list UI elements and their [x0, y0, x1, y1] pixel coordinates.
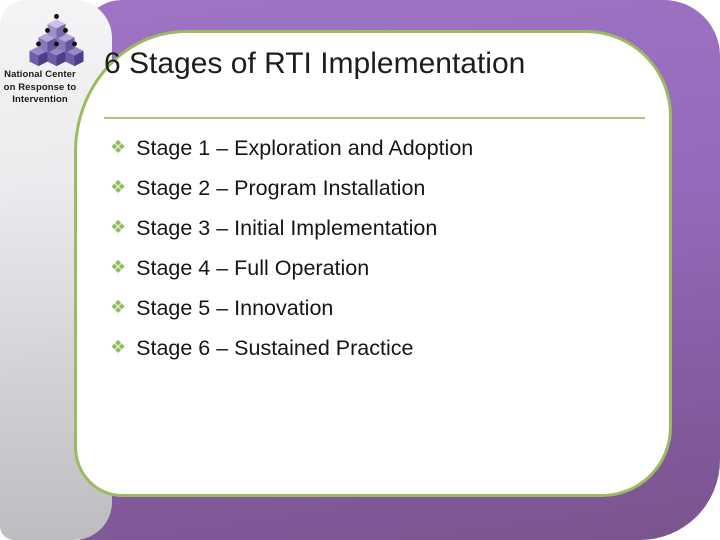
list-item-stage-1: ❖ Stage 1 – Exploration and Adoption — [110, 128, 473, 168]
stage-4-label: Stage 4 – Full Operation — [136, 255, 370, 280]
stage-2-label: Stage 2 – Program Installation — [136, 175, 426, 200]
list-item-stage-4: ❖ Stage 4 – Full Operation — [110, 248, 473, 288]
list-item-stage-5: ❖ Stage 5 – Innovation — [110, 288, 473, 328]
title-divider — [104, 117, 645, 119]
list-item-stage-6: ❖ Stage 6 – Sustained Practice — [110, 328, 473, 368]
diamond-bullet-icon: ❖ — [110, 177, 127, 198]
diamond-bullet-icon: ❖ — [110, 297, 127, 318]
slide-title: 6 Stages of RTI Implementation — [104, 47, 526, 80]
logo-line-2: on Response to — [3, 81, 77, 93]
logo-line-3: Intervention — [12, 94, 68, 106]
diamond-bullet-icon: ❖ — [110, 257, 127, 278]
stage-6-label: Stage 6 – Sustained Practice — [136, 335, 414, 360]
logo-wordmark: National Center on Response to Intervent… — [0, 69, 80, 107]
list-item-stage-2: ❖ Stage 2 – Program Installation — [110, 168, 473, 208]
stage-1-label: Stage 1 – Exploration and Adoption — [136, 135, 474, 160]
diamond-bullet-icon: ❖ — [110, 137, 127, 158]
diamond-bullet-icon: ❖ — [110, 217, 127, 238]
diamond-bullet-icon: ❖ — [110, 337, 127, 358]
content-panel — [74, 30, 672, 497]
list-item-stage-3: ❖ Stage 3 – Initial Implementation — [110, 208, 473, 248]
stage-5-label: Stage 5 – Innovation — [136, 295, 334, 320]
stage-list: ❖ Stage 1 – Exploration and Adoption ❖ S… — [110, 128, 473, 368]
stage-3-label: Stage 3 – Initial Implementation — [136, 215, 438, 240]
cube-pyramid-icon — [29, 14, 84, 67]
logo-line-1: National Center — [4, 69, 76, 80]
